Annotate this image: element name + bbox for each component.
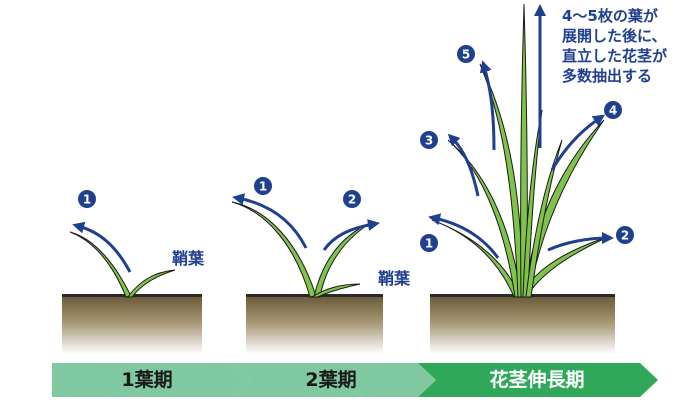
p1-num-1: 1 xyxy=(78,190,96,208)
sheath-label-2: 鞘葉 xyxy=(378,269,411,288)
plant2-arrow-2 xyxy=(322,219,380,251)
soil-block-2 xyxy=(246,296,383,354)
plant2-leaf-1 xyxy=(231,201,317,298)
plant3-arrow-4 xyxy=(550,114,605,171)
svg-text:5: 5 xyxy=(462,48,470,62)
soil-block-3 xyxy=(430,296,615,354)
plant3-leaf-5 xyxy=(479,63,524,298)
plant3-arrow-3 xyxy=(447,133,480,197)
plant-3 xyxy=(431,3,611,298)
p3-num-1: 1 xyxy=(420,234,438,252)
stage-arrow-3 xyxy=(418,363,658,397)
sheath-label-1: 鞘葉 xyxy=(172,249,205,268)
p3-num-5: 5 xyxy=(457,45,475,63)
p3-num-4: 4 xyxy=(604,101,622,119)
plant-2 xyxy=(231,201,373,298)
flower-stalk-note: 4～5枚の葉が 展開した後に、 直立した花茎が 多数抽出する xyxy=(562,6,667,86)
plant1-arrow-1 xyxy=(72,221,132,273)
svg-text:1: 1 xyxy=(425,237,433,251)
note-line-4: 多数抽出する xyxy=(562,67,653,85)
p3-num-3: 3 xyxy=(420,131,438,149)
plant3-leaf-1 xyxy=(431,219,521,298)
plant3-stalk-right xyxy=(525,139,563,298)
note-line-1: 4～5枚の葉が xyxy=(562,7,658,25)
svg-text:2: 2 xyxy=(621,229,629,243)
plant1-sheath xyxy=(127,269,176,298)
plant3-arrow-5 xyxy=(479,60,496,151)
svg-text:1: 1 xyxy=(83,193,91,207)
p3-num-2: 2 xyxy=(616,226,634,244)
plant3-arrow-2 xyxy=(547,232,614,252)
plant3-stalk-mid xyxy=(522,109,543,298)
stage-arrow-1 xyxy=(52,363,250,397)
plant-1 xyxy=(69,231,176,298)
p2-num-1: 1 xyxy=(254,177,272,195)
stage-label-3: 花茎伸長期 xyxy=(489,369,585,391)
stage-label-1: 1葉期 xyxy=(121,369,173,391)
plant1-leaf-1 xyxy=(69,231,132,298)
svg-text:4: 4 xyxy=(609,104,617,118)
note-line-2: 展開した後に、 xyxy=(562,27,667,45)
soil-block-1 xyxy=(62,296,202,354)
p2-num-2: 2 xyxy=(343,190,361,208)
svg-text:1: 1 xyxy=(259,180,267,194)
svg-text:2: 2 xyxy=(348,193,356,207)
plant2-arrow-1 xyxy=(232,193,308,249)
num-circles: 1 1 2 1 2 3 4 5 xyxy=(78,45,634,252)
svg-text:3: 3 xyxy=(425,134,433,148)
note-line-3: 直立した花茎が xyxy=(562,47,668,65)
plant2-sheath xyxy=(310,283,361,298)
plant3-arrow-1 xyxy=(428,213,500,259)
stage-label-2: 2葉期 xyxy=(305,369,357,391)
stage-arrow-2 xyxy=(232,363,436,397)
